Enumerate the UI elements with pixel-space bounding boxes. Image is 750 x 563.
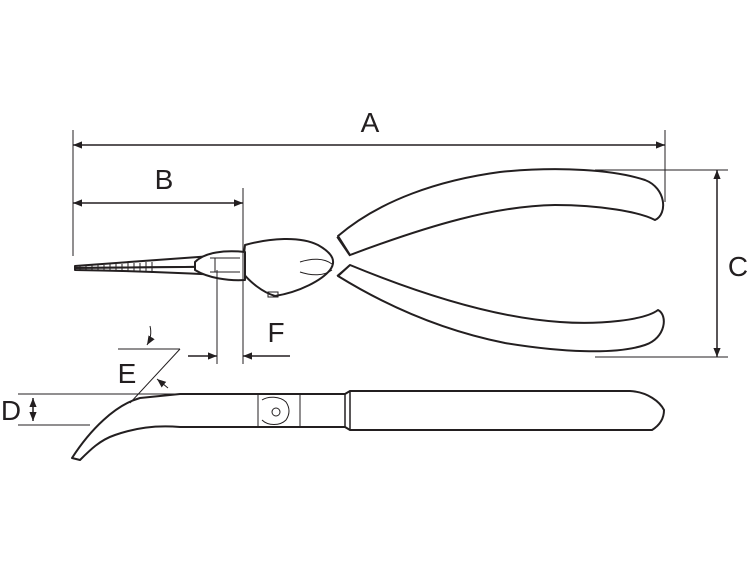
pivot-joint — [241, 237, 335, 297]
pliers-top-view — [74, 168, 665, 353]
upper-handle — [337, 168, 665, 256]
dimension-f-label: F — [267, 317, 284, 348]
dimension-c: C — [595, 169, 748, 358]
pliers-side-view — [71, 390, 665, 461]
dimension-f: F — [188, 270, 290, 364]
lower-handle — [337, 264, 665, 353]
dimension-a-label: A — [361, 107, 380, 138]
dimension-b: B — [73, 164, 244, 364]
dimension-d-label: D — [1, 395, 21, 426]
dimension-a: A — [72, 107, 666, 256]
dimension-e-label: E — [118, 358, 137, 389]
dimension-e: E — [118, 325, 181, 404]
side-view-body — [71, 390, 665, 461]
dimension-d: D — [1, 393, 180, 426]
jaw-serrations — [79, 262, 153, 273]
dimension-b-label: B — [155, 164, 174, 195]
dimension-c-label: C — [728, 251, 748, 282]
